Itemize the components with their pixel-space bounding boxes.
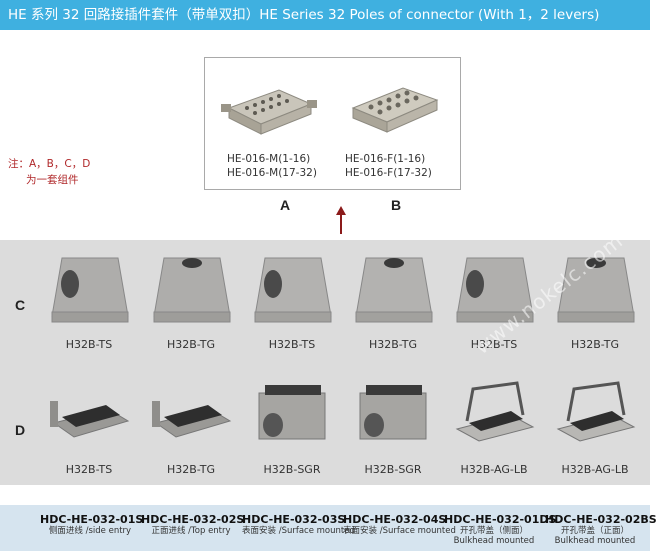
page-title: HE 系列 32 回路接插件套件（带单双扣）HE Series 32 Poles… bbox=[0, 0, 650, 30]
surface-base-image bbox=[359, 385, 427, 440]
housing-label: H32B-AG-LB bbox=[460, 463, 528, 476]
model-bar bbox=[0, 505, 650, 551]
base-cell: H32B-AG-LB bbox=[546, 365, 644, 485]
row-c-letter: C bbox=[14, 297, 26, 313]
panel-base-image bbox=[152, 401, 232, 438]
model-cell: HDC-HE-032-04S 表面安装 /Surface mounted bbox=[343, 505, 456, 551]
model-cell: HDC-HE-032-02S 正面进线 /Top entry bbox=[141, 505, 245, 551]
model-cell: HDC-HE-032-01S 侧面进线 /side entry bbox=[40, 505, 144, 551]
housing-label: H32B-TS bbox=[65, 463, 113, 476]
hood-cell: H32B-TG bbox=[142, 240, 240, 360]
model-desc: 开孔带盖（正面） bbox=[560, 526, 629, 536]
top-entry-hood-image bbox=[355, 257, 433, 323]
model-desc: Bulkhead mounted bbox=[554, 536, 636, 546]
note-line-2: 为一套组件 bbox=[26, 174, 79, 186]
hood-cell: H32B-TS bbox=[243, 240, 341, 360]
panel-base-image bbox=[50, 401, 130, 438]
hood-cell: H32B-TG bbox=[546, 240, 644, 360]
housing-label: H32B-TS bbox=[470, 338, 518, 351]
housing-label: H32B-AG-LB bbox=[561, 463, 629, 476]
surface-base-image bbox=[258, 385, 326, 440]
model-desc: 侧面进线 /side entry bbox=[48, 526, 132, 536]
female-insert-image bbox=[351, 87, 439, 133]
model-code: HDC-HE-032-01S bbox=[40, 513, 144, 526]
model-desc: 正面进线 /Top entry bbox=[151, 526, 231, 536]
model-code: HDC-HE-032-02S bbox=[141, 513, 245, 526]
model-code: HDC-HE-032-03S bbox=[242, 513, 346, 526]
housing-label: H32B-SGR bbox=[263, 463, 321, 476]
hood-cell: H32B-TS bbox=[40, 240, 138, 360]
housing-label: H32B-SGR bbox=[364, 463, 422, 476]
side-entry-hood-image bbox=[254, 257, 332, 323]
assembly-note: 注：A，B，C，D 为一套组件 bbox=[8, 156, 90, 188]
housing-label: H32B-TS bbox=[65, 338, 113, 351]
housing-label: H32B-TG bbox=[570, 338, 620, 351]
note-line-1: 注：A，B，C，D bbox=[8, 158, 91, 170]
hood-cell: H32B-TS bbox=[445, 240, 543, 360]
bulkhead-base-image bbox=[556, 381, 636, 442]
part-b-letter: B bbox=[391, 197, 402, 213]
model-desc: 表面安装 /Surface mounted bbox=[343, 526, 456, 536]
model-code: HDC-HE-032-02BS bbox=[545, 513, 657, 526]
housing-label: H32B-TS bbox=[268, 338, 316, 351]
row-d-letter: D bbox=[14, 422, 26, 438]
housing-label: H32B-TG bbox=[368, 338, 418, 351]
male-insert-image bbox=[221, 89, 317, 135]
model-cell: HDC-HE-032-03S 表面安装 /Surface mounted bbox=[242, 505, 355, 551]
model-code: HDC-HE-032-04S bbox=[343, 513, 447, 526]
model-desc: 表面安装 /Surface mounted bbox=[242, 526, 355, 536]
model-desc: Bulkhead mounted bbox=[453, 536, 535, 546]
base-cell: H32B-TG bbox=[142, 365, 240, 485]
side-entry-hood-image bbox=[456, 257, 534, 323]
model-cell: HDC-HE-032-01DS 开孔带盖（侧面） Bulkhead mounte… bbox=[444, 505, 557, 551]
side-entry-hood-image bbox=[51, 257, 129, 323]
housing-label: H32B-TG bbox=[166, 338, 216, 351]
base-cell: H32B-AG-LB bbox=[445, 365, 543, 485]
housing-label: H32B-TG bbox=[166, 463, 216, 476]
base-cell: H32B-SGR bbox=[243, 365, 341, 485]
hood-cell: H32B-TG bbox=[344, 240, 442, 360]
part-a-label-2: HE-016-M(17-32) bbox=[227, 167, 317, 179]
part-a-letter: A bbox=[280, 197, 291, 213]
part-b-label-2: HE-016-F(17-32) bbox=[345, 167, 432, 179]
insert-image-box: HE-016-M(1-16) HE-016-M(17-32) HE-016-F(… bbox=[204, 57, 461, 190]
bulkhead-base-image bbox=[455, 381, 535, 442]
model-code: HDC-HE-032-01DS bbox=[444, 513, 557, 526]
base-cell: H32B-SGR bbox=[344, 365, 442, 485]
up-arrow-icon bbox=[336, 206, 346, 234]
part-a-label-1: HE-016-M(1-16) bbox=[227, 153, 311, 165]
model-desc: 开孔带盖（侧面） bbox=[459, 526, 528, 536]
part-b-label-1: HE-016-F(1-16) bbox=[345, 153, 426, 165]
model-cell: HDC-HE-032-02BS 开孔带盖（正面） Bulkhead mounte… bbox=[545, 505, 657, 551]
base-cell: H32B-TS bbox=[40, 365, 138, 485]
top-entry-hood-image bbox=[557, 257, 635, 323]
top-entry-hood-image bbox=[153, 257, 231, 323]
